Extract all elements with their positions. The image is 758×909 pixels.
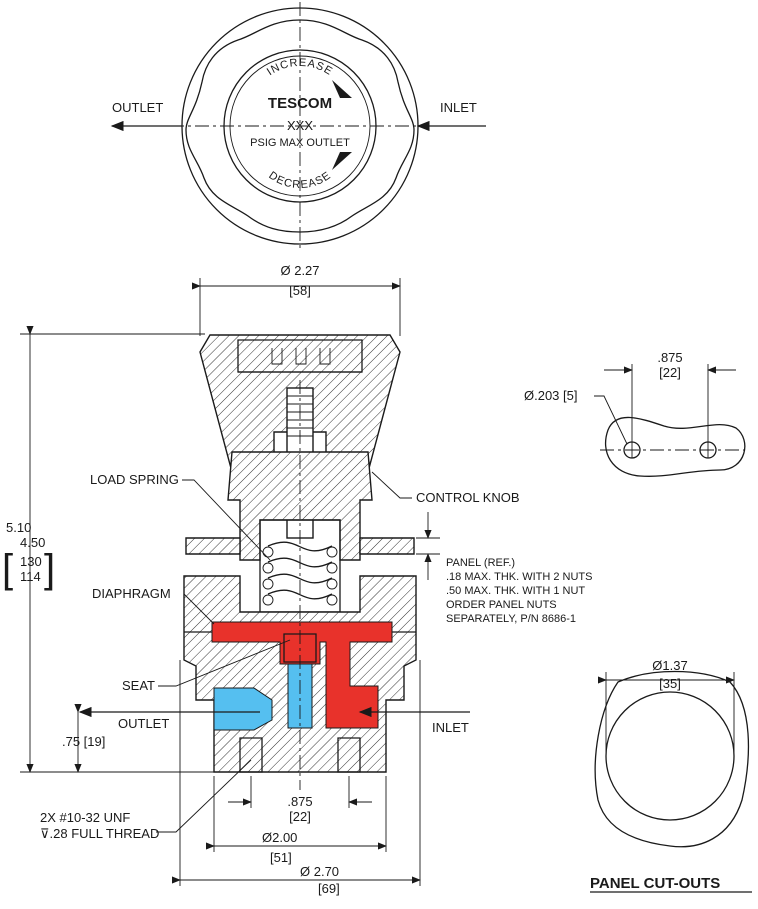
knob-diameter-label: Ø 2.27 <box>280 263 319 278</box>
bracket-left: [ <box>2 547 13 591</box>
body-diameter-mm: [69] <box>318 881 340 896</box>
hole-spacing-label: .875 <box>287 794 312 809</box>
base-diameter-label: Ø2.00 <box>262 830 297 845</box>
hole-spacing-mm: [22] <box>289 809 311 824</box>
panel-note-5: SEPARATELY, P/N 8686-1 <box>446 613 576 625</box>
outlet-label: OUTLET <box>118 716 169 731</box>
outlet-low-pressure-passage <box>213 687 273 731</box>
slot-spacing-label: .875 <box>657 350 682 365</box>
round-diameter-label: Ø1.37 <box>652 658 687 673</box>
height-mm-2: 114 <box>20 569 41 584</box>
load-spring-label: LOAD SPRING <box>90 472 179 487</box>
max-outlet-label: PSIG MAX OUTLET <box>250 137 350 149</box>
control-knob-label: CONTROL KNOB <box>416 490 520 505</box>
body-diameter-label: Ø 2.70 <box>300 864 339 879</box>
thread-note-2: ⊽.28 FULL THREAD <box>40 826 159 841</box>
round-cutout-circle <box>605 691 735 821</box>
diaphragm-label: DIAPHRAGM <box>92 586 171 601</box>
brand-logo: TESCOM <box>268 95 332 112</box>
slot-cutout-outline <box>604 416 746 477</box>
top-outlet-label: OUTLET <box>112 100 163 115</box>
panel-note-1: PANEL (REF.) <box>446 557 515 569</box>
panel-note-2: .18 MAX. THK. WITH 2 NUTS <box>446 571 593 583</box>
bracket-right: ] <box>44 547 55 591</box>
panel-cutouts: .875 [22] Ø.203 [5] Ø1.37 [35] PANEL CUT… <box>524 350 752 893</box>
inlet-high-pressure-passage <box>211 621 393 729</box>
pressure-value: XXX <box>287 118 313 133</box>
thread-note-1: 2X #10-32 UNF <box>40 810 130 825</box>
knob-top-view: INCREASE DECREASE TESCOM XXX PSIG MAX OU… <box>110 2 486 250</box>
section-view: Ø 2.27 [58] <box>2 263 593 896</box>
top-inlet-label: INLET <box>440 100 477 115</box>
inlet-label: INLET <box>432 720 469 735</box>
hole-diameter-label: Ø.203 [5] <box>524 388 577 403</box>
base-diameter-mm: [51] <box>270 850 292 865</box>
panel-cutouts-title: PANEL CUT-OUTS <box>590 875 720 892</box>
seat <box>283 633 317 663</box>
height-in-1: 5.10 <box>6 520 31 535</box>
increase-arrow-icon <box>332 80 352 98</box>
height-mm-1: 130 <box>20 554 42 569</box>
panel-note-4: ORDER PANEL NUTS <box>446 599 557 611</box>
round-diameter-mm: [35] <box>659 676 681 691</box>
knob-diameter-mm: [58] <box>289 283 311 298</box>
decrease-arrow-icon <box>332 152 352 170</box>
slot-spacing-mm: [22] <box>659 365 681 380</box>
panel-nut-left <box>185 537 241 555</box>
port-height-label: .75 [19] <box>62 734 105 749</box>
panel-note-3: .50 MAX. THK. WITH 1 NUT <box>446 585 585 597</box>
seat-label: SEAT <box>122 678 155 693</box>
height-in-2: 4.50 <box>20 535 45 550</box>
panel-nut-right <box>359 537 415 555</box>
